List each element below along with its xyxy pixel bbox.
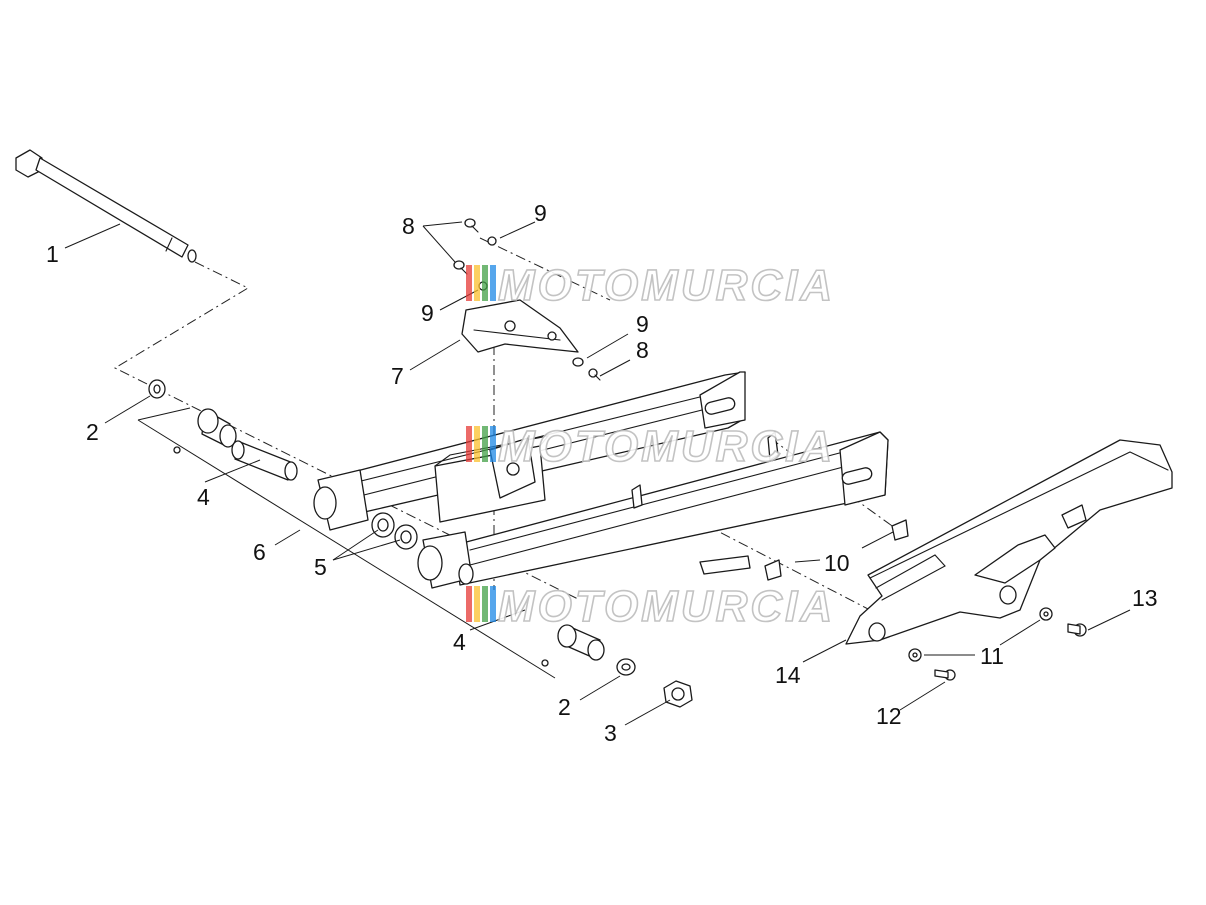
callout-5: 5 xyxy=(314,554,327,580)
watermark-top: MOTOMURCIA xyxy=(466,260,835,311)
pivot-nut xyxy=(663,680,693,708)
callout-7: 7 xyxy=(391,363,404,389)
chain-guard xyxy=(845,439,1173,645)
callout-8-right: 8 xyxy=(636,337,649,363)
thrust-washer-b xyxy=(394,524,418,550)
screw-8-right xyxy=(588,368,601,381)
clip-nut-upper xyxy=(891,519,909,541)
callout-9-top: 9 xyxy=(534,200,547,226)
thrust-washer-a xyxy=(371,512,395,538)
washer-right xyxy=(616,658,636,676)
grease-nipple-right xyxy=(541,659,549,667)
callout-11: 11 xyxy=(980,643,1004,669)
swingarm xyxy=(313,371,889,589)
watermark-text-middle: MOTOMURCIA xyxy=(498,422,835,471)
grease-nipple-left xyxy=(173,446,181,454)
washer-11-left xyxy=(908,648,922,662)
washer-11-right xyxy=(1039,607,1053,621)
screw-8-mid xyxy=(453,260,468,275)
clip-nut-lower xyxy=(764,559,782,581)
callout-6: 6 xyxy=(253,539,266,565)
screw-13 xyxy=(1067,623,1087,637)
screw-8-top xyxy=(464,218,479,233)
chain-slider xyxy=(461,299,579,353)
callout-4-lower: 4 xyxy=(453,629,466,655)
leader-lines xyxy=(64,221,1131,726)
bushing-left xyxy=(197,408,237,448)
screw-12 xyxy=(934,669,956,681)
watermark-text-top: MOTOMURCIA xyxy=(498,261,835,310)
callout-9-left: 9 xyxy=(421,300,434,326)
callout-9-right: 9 xyxy=(636,311,649,337)
callout-4-upper: 4 xyxy=(197,484,210,510)
pivot-bolt xyxy=(15,149,197,263)
bushing-right xyxy=(557,624,605,661)
watermark-middle: MOTOMURCIA xyxy=(466,421,835,472)
watermark-bottom: MOTOMURCIA xyxy=(466,581,835,632)
callout-1: 1 xyxy=(46,241,59,267)
callout-13: 13 xyxy=(1132,585,1158,611)
washer-left xyxy=(148,379,166,399)
callout-10: 10 xyxy=(824,550,850,576)
callout-2-left: 2 xyxy=(86,419,99,445)
washer-9-top xyxy=(487,236,497,246)
callout-3: 3 xyxy=(604,720,617,746)
callout-labels: 1 2 4 6 5 4 2 3 7 8 9 9 9 8 10 14 11 12 … xyxy=(46,200,1158,746)
watermark-text-bottom: MOTOMURCIA xyxy=(498,582,835,631)
washer-9-right xyxy=(572,357,584,367)
callout-8-top: 8 xyxy=(402,213,415,239)
callout-12: 12 xyxy=(876,703,902,729)
callout-2-right: 2 xyxy=(558,694,571,720)
callout-14: 14 xyxy=(775,662,801,688)
spacer-tube-upper xyxy=(231,440,298,481)
